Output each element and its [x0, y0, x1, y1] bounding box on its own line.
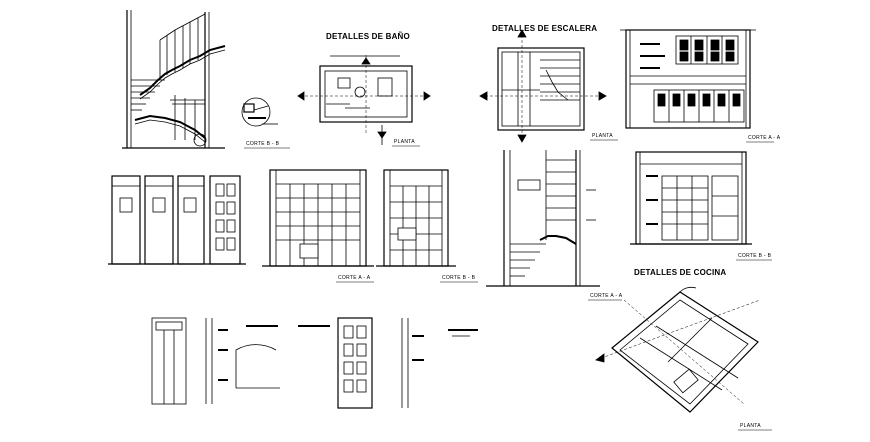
- kitchen-plan-drawing: [595, 286, 761, 413]
- kitchen-details-title: DETALLES DE COCINA: [634, 268, 727, 277]
- kitchen-elevation-bottom-caption: CORTE B - B: [738, 253, 772, 259]
- stair-plan-caption: PLANTA: [592, 133, 613, 139]
- kitchen-elevation-bottom: [630, 151, 752, 245]
- bathroom-section-aa-caption: CORTE A - A: [338, 275, 371, 281]
- bathroom-section-bb-caption: CORTE B - B: [442, 275, 476, 281]
- bathroom-section-bb: [376, 169, 456, 267]
- door-elevations: [108, 175, 246, 265]
- door-details: [151, 317, 478, 409]
- kitchen-plan-caption: PLANTA: [740, 423, 761, 429]
- kitchen-elevation-top-caption: CORTE A - A: [748, 135, 781, 141]
- bathroom-plan-drawing: [297, 55, 431, 145]
- bathroom-section-aa: [262, 169, 374, 267]
- stair-section-aa: [486, 150, 600, 287]
- stair-section-caption: CORTE B - B: [246, 141, 280, 147]
- stair-plan-drawing: [479, 29, 607, 143]
- bathroom-plan-caption: PLANTA: [394, 139, 415, 145]
- bathroom-details-title: DETALLES DE BAÑO: [326, 32, 410, 41]
- stair-section-aa-caption: CORTE A - A: [590, 293, 623, 299]
- kitchen-elevation-top: [620, 29, 756, 129]
- stair-details-title: DETALLES DE ESCALERA: [492, 24, 598, 33]
- stair-section-drawing: [122, 10, 278, 149]
